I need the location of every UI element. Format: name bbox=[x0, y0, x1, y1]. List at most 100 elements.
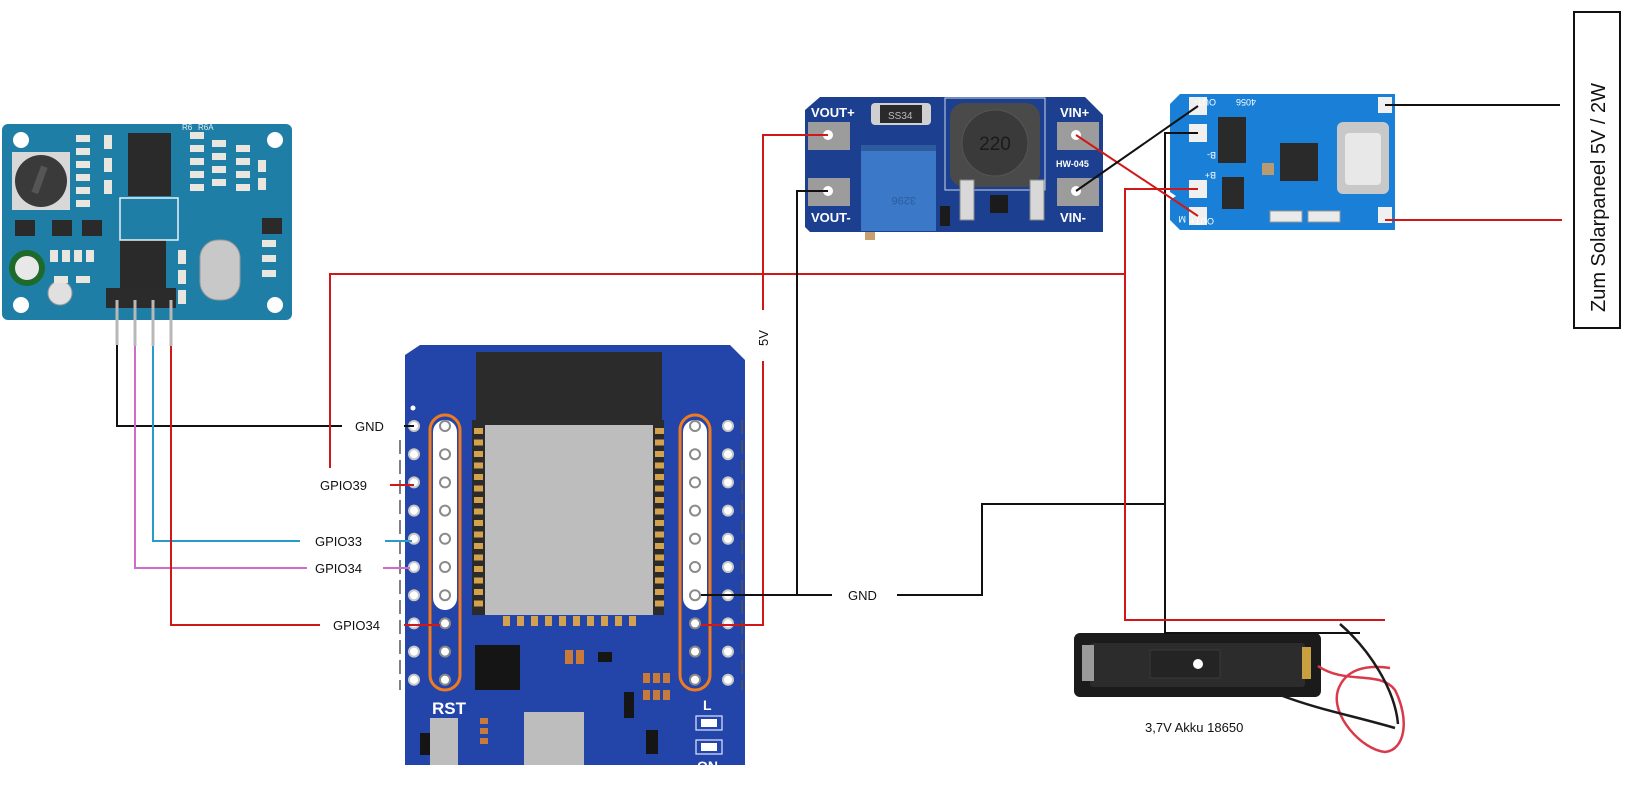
label-gpio39: GPIO39 bbox=[320, 478, 367, 493]
module-pad bbox=[587, 616, 594, 626]
label-battery: 3,7V Akku 18650 bbox=[1145, 720, 1243, 735]
header-pin bbox=[722, 504, 734, 517]
module-pad bbox=[474, 474, 483, 480]
wire-b-plus-red bbox=[1124, 188, 1385, 621]
svg-text:3296: 3296 bbox=[892, 194, 916, 206]
module-pad bbox=[474, 497, 483, 503]
wire-sensor-vcc-red bbox=[170, 346, 320, 626]
module-pad bbox=[629, 616, 636, 626]
module-pad bbox=[655, 577, 664, 584]
module-pad bbox=[655, 543, 664, 549]
module-pad bbox=[474, 462, 483, 469]
module-pad bbox=[655, 439, 664, 446]
mosfet-ic bbox=[1222, 177, 1244, 209]
pin-row-left-outer bbox=[408, 420, 420, 686]
label-b-minus: B- bbox=[1207, 150, 1216, 160]
module-pad bbox=[474, 485, 483, 492]
header-pin bbox=[722, 645, 734, 658]
label-gnd-right: GND bbox=[848, 588, 877, 603]
module-pad bbox=[655, 589, 664, 595]
smd-components bbox=[50, 132, 276, 304]
module-pad bbox=[474, 451, 483, 457]
wire-5v-red bbox=[701, 361, 764, 626]
battery-holder bbox=[1074, 623, 1405, 754]
wire-sensor-gnd bbox=[116, 345, 342, 427]
potentiometer bbox=[861, 145, 936, 231]
header-pin bbox=[722, 561, 734, 573]
header-pin bbox=[408, 589, 420, 602]
led-on bbox=[701, 743, 717, 751]
wire-gnd-right bbox=[897, 503, 1165, 596]
header-pin bbox=[722, 532, 734, 545]
pin-row-right-inner bbox=[689, 420, 701, 686]
charger-module: OUT- B- B+ M OUT+ 4056 bbox=[1170, 94, 1395, 230]
header-pin bbox=[439, 673, 451, 686]
header-pin bbox=[722, 420, 734, 432]
module-pad bbox=[655, 474, 664, 480]
header-pin bbox=[408, 448, 420, 461]
boost-ic bbox=[990, 195, 1008, 213]
wire-gpio39-red bbox=[329, 273, 1125, 468]
module-pad bbox=[474, 508, 483, 515]
header-pin bbox=[689, 420, 701, 432]
wire-sensor-gpio33-blue bbox=[152, 346, 300, 542]
module-pad bbox=[474, 428, 483, 434]
module-pad bbox=[655, 554, 664, 561]
header-pin bbox=[439, 561, 451, 573]
module-pad bbox=[474, 600, 483, 607]
label-vout-minus: VOUT- bbox=[811, 210, 851, 225]
module-pad bbox=[474, 439, 483, 446]
silk-led-on: ON bbox=[697, 758, 718, 774]
battery-lead-red bbox=[1317, 664, 1405, 754]
label-solar: Zum Solarpaneel 5V / 2W bbox=[1588, 83, 1610, 312]
module-pad bbox=[615, 616, 622, 626]
module-pad bbox=[545, 616, 552, 626]
label-gnd-left: GND bbox=[355, 419, 384, 434]
reset-button bbox=[430, 718, 458, 765]
header-pin bbox=[408, 561, 420, 573]
mounting-hole bbox=[13, 132, 29, 148]
module-pad bbox=[474, 520, 483, 526]
label-gpio33: GPIO33 bbox=[315, 534, 362, 549]
module-pad bbox=[474, 554, 483, 561]
header-pin bbox=[408, 504, 420, 517]
solar-label-box bbox=[1573, 11, 1621, 329]
module-pad bbox=[474, 566, 483, 572]
header-pin bbox=[689, 448, 701, 461]
header-pin bbox=[439, 532, 451, 545]
charger-ic bbox=[1280, 143, 1318, 181]
mounting-hole bbox=[13, 297, 29, 313]
module-pad bbox=[655, 497, 664, 503]
ic-chip bbox=[128, 133, 171, 196]
plus-contact bbox=[1302, 647, 1311, 679]
header-pin bbox=[722, 476, 734, 489]
header-pin bbox=[408, 645, 420, 658]
esp32-shield bbox=[485, 425, 653, 615]
module-pad bbox=[531, 616, 538, 626]
header-pin bbox=[408, 673, 420, 686]
label-vin-minus: VIN- bbox=[1060, 210, 1086, 225]
silk-rst: RST bbox=[432, 699, 467, 718]
module-pad bbox=[517, 616, 524, 626]
header-pin bbox=[439, 589, 451, 602]
header-pin bbox=[689, 476, 701, 489]
header-pin bbox=[689, 589, 701, 602]
label-vout-plus: VOUT+ bbox=[811, 105, 855, 120]
label-5v: 5V bbox=[756, 330, 771, 346]
header-pin bbox=[722, 673, 734, 686]
header-pins bbox=[115, 300, 173, 346]
header-pin bbox=[689, 645, 701, 658]
label-vin-plus: VIN+ bbox=[1060, 105, 1090, 120]
pin-row-highlight-right bbox=[678, 413, 712, 692]
solar-panel-box: Zum Solarpaneel 5V / 2W bbox=[1573, 11, 1621, 329]
boost-converter: VOUT+ VOUT- VIN+ VIN- HW-045 SS34 3296 2… bbox=[805, 97, 1103, 240]
module-pad bbox=[503, 616, 510, 626]
module-pad bbox=[559, 616, 566, 626]
pin-row-left-inner bbox=[439, 420, 451, 686]
usb-uart-chip bbox=[475, 645, 520, 690]
header-pin bbox=[439, 476, 451, 489]
ultrasonic-sensor-module: R6 R6A bbox=[2, 123, 292, 346]
header-pin bbox=[689, 561, 701, 573]
led-l bbox=[701, 719, 717, 727]
